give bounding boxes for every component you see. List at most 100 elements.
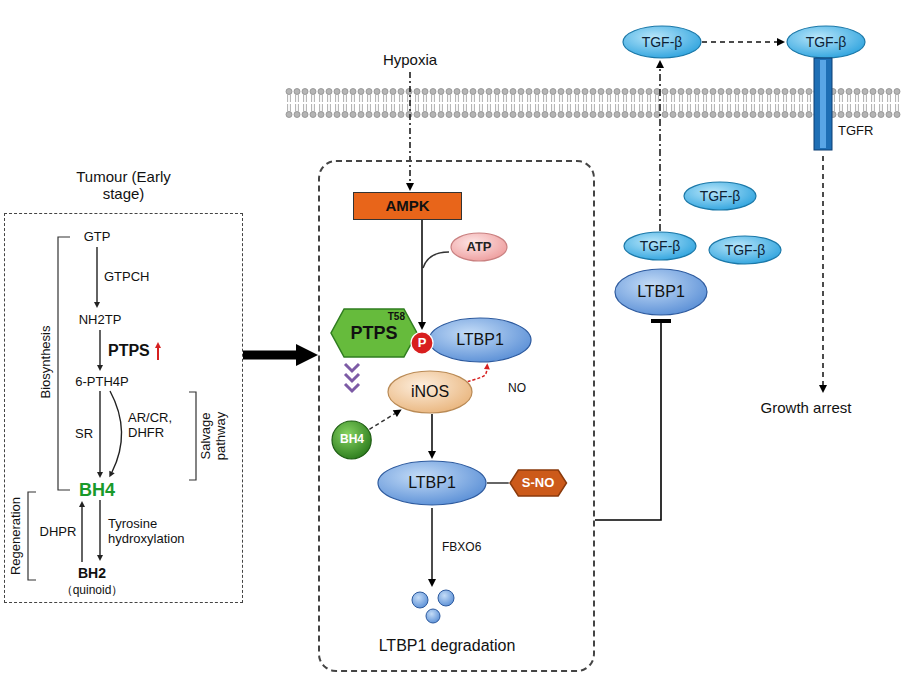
text-label: DHPR — [40, 525, 77, 540]
pathway-arrows — [110, 391, 122, 472]
receptor-body — [814, 58, 832, 150]
pathway-arrows — [99, 391, 100, 472]
text-label: LTBP1 degradation — [379, 637, 516, 655]
text-label: GTP — [84, 230, 111, 245]
shape-outline — [510, 470, 567, 496]
protein-ellipse: LTBP1 — [428, 317, 532, 363]
node-text: PTPS — [350, 323, 397, 344]
chevron — [345, 374, 359, 381]
text-label: 6-PTH4P — [75, 375, 128, 390]
node-text: T58 — [388, 311, 405, 323]
shape-outline — [332, 421, 371, 459]
modification-hexagon: S-NO — [509, 469, 568, 497]
process-arrow — [431, 414, 433, 451]
chevron — [345, 364, 359, 371]
text-label: Tyrosine hydroxylation — [108, 517, 200, 547]
pathway-arrows — [96, 247, 97, 302]
degradation-fragments — [412, 592, 428, 608]
text-label: PTPS — [108, 342, 150, 360]
text-label: Growth arrest — [761, 399, 852, 416]
ligand-ellipse: TGF-β — [708, 235, 782, 265]
shape-outline — [451, 233, 507, 261]
transition-arrow — [243, 351, 296, 360]
node-text: AMPK — [385, 197, 429, 214]
ligand-ellipse: TGF-β — [622, 25, 702, 59]
kinase-box: AMPK — [353, 192, 462, 220]
signal-arrows — [822, 156, 824, 385]
degradation-fragments — [426, 609, 440, 623]
cell-region: AMPKATPPTPST58PLTBP1iNOSBH4LTBP1S-NO — [318, 160, 595, 672]
node-text: LTBP1 — [408, 474, 456, 492]
receptor: TGFR — [808, 58, 880, 152]
release-arrow — [659, 68, 661, 231]
node-text: LTBP1 — [637, 283, 685, 301]
bracket — [189, 392, 196, 480]
chevron — [345, 364, 359, 391]
text-label: FBXO6 — [442, 541, 481, 555]
signal-arrows — [431, 508, 433, 579]
node-text: S-NO — [522, 476, 555, 491]
node-text: LTBP1 — [456, 331, 504, 349]
pathway-arrows — [99, 500, 100, 555]
shape-outline — [787, 26, 865, 58]
node-text: TGF-β — [806, 34, 847, 50]
cell-membrane — [285, 88, 901, 118]
ligand-ellipse: TGF-β — [786, 25, 866, 59]
node-text: TGF-β — [700, 188, 741, 204]
binding-arrow — [702, 41, 777, 43]
text-label: GTPCH — [104, 270, 150, 285]
node-text: P — [418, 336, 427, 351]
degradation-fragments — [412, 590, 454, 623]
node-text: iNOS — [411, 383, 449, 401]
phospho-circle: P — [410, 331, 434, 355]
pathway-arrows — [81, 507, 82, 562]
text-label: NH2TP — [79, 313, 122, 328]
cell-membrane — [285, 88, 901, 118]
inhibition-line — [595, 321, 661, 520]
node-text: TGF-β — [640, 238, 681, 254]
atp-ellipse: ATP — [450, 232, 508, 262]
pathway-arrows — [157, 348, 159, 360]
pathway-arrows — [82, 247, 158, 562]
cofactor-arrow — [369, 414, 394, 430]
shape-outline — [624, 232, 696, 260]
pathway-arrows — [99, 330, 100, 365]
ligand-ellipse: TGF-β — [683, 181, 757, 211]
node-text: TGF-β — [725, 242, 766, 258]
node-text: BH4 — [340, 433, 364, 447]
shape-outline — [378, 461, 486, 505]
shape-outline — [429, 318, 531, 362]
signal-arrows — [423, 252, 449, 268]
enzyme-hexagon: PTPST58 — [330, 308, 418, 358]
edge-label: NO — [506, 382, 528, 395]
text-label: Salvage pathway — [199, 399, 229, 473]
node-text: ATP — [466, 240, 491, 255]
activation-arrow — [421, 220, 423, 322]
cofactor-circle: BH4 — [331, 420, 372, 460]
text-label: Hypoxia — [383, 51, 437, 68]
shape-outline — [615, 269, 707, 315]
node-text: TGF-β — [642, 34, 683, 50]
text-label: BH2 — [78, 565, 106, 581]
shape-outline — [331, 309, 417, 357]
protein-ellipse: LTBP1 — [377, 460, 487, 506]
ligand-ellipse: TGF-β — [623, 231, 697, 261]
bracket — [28, 492, 36, 580]
text-label: BH4 — [79, 480, 115, 501]
receptor-body — [820, 60, 826, 148]
nitrosylation-arrow — [468, 369, 487, 381]
node-text: Tumour (Early stage) — [64, 168, 184, 203]
node-text: TGFR — [838, 124, 873, 139]
text-label: Biosynthesis — [39, 326, 54, 399]
shape-outline — [709, 236, 781, 264]
protein-ellipse: LTBP1 — [614, 268, 708, 316]
enzyme-ellipse: iNOS — [387, 370, 473, 414]
shape-outline — [411, 332, 433, 354]
degradation-fragments — [438, 590, 454, 606]
signal-arrows — [410, 72, 823, 579]
bond-line — [487, 482, 509, 484]
text-label: SR — [75, 427, 93, 442]
chevron — [345, 384, 359, 391]
shape-outline — [623, 26, 701, 58]
